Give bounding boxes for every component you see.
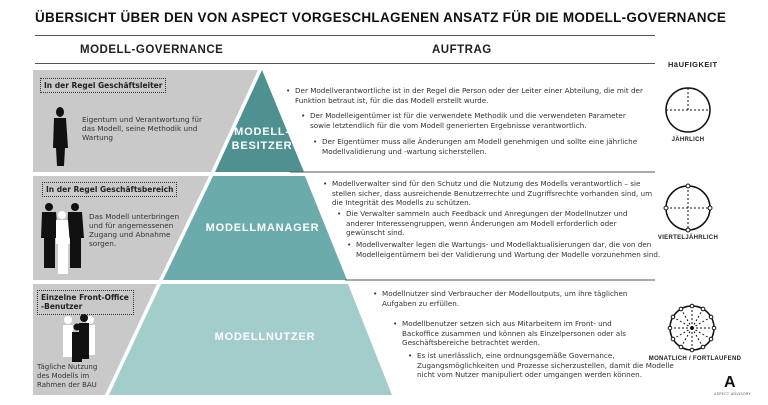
column-header-frequency: HäUFIGKEIT <box>668 60 718 69</box>
role-description-owner: Eigentum und Verantwortung für das Model… <box>82 115 203 143</box>
divider <box>35 35 655 36</box>
clock-monthly-icon <box>667 303 717 353</box>
clock-marker <box>708 314 714 320</box>
clock-marker <box>678 306 684 312</box>
clock-annual-icon <box>665 87 711 133</box>
clock-spoke <box>680 327 693 348</box>
gray-band-owner <box>33 70 258 172</box>
logo-text: ASPECT ADVISORY <box>714 392 751 396</box>
clock-marker <box>689 303 695 309</box>
group-icon <box>41 203 84 274</box>
clock-marker <box>700 344 706 350</box>
bullet: Modellverwalter sind für den Schutz und … <box>323 179 653 208</box>
role-tag-user: Einzelne Front-Office -Benutzer <box>37 290 134 315</box>
role-tag-owner: In der Regel Geschäftsleiter <box>40 78 167 94</box>
tier-label-manager: MODELLMANAGER <box>205 222 320 234</box>
bullet: Es ist unerlässlich, eine ordnungsgemäße… <box>408 351 678 380</box>
column-header-auftrag: AUFTRAG <box>432 44 492 56</box>
role-tag-manager: In der Regel Geschäftsbereich <box>42 182 178 198</box>
page-title: ÜBERSICHT ÜBER DEN VON ASPECT VORGESCHLA… <box>35 10 727 25</box>
divider <box>35 63 655 64</box>
bullet: Modellnutzer sind Verbraucher der Modell… <box>373 289 633 308</box>
pyramid-tier-manager <box>163 176 347 280</box>
clock-spoke <box>691 327 704 348</box>
role-description-manager: Das Modell unterbringen und für angemess… <box>89 212 180 249</box>
clock-quarterly-icon <box>663 183 713 233</box>
clock-marker <box>678 344 684 350</box>
clock-marker <box>670 314 676 320</box>
pyramid-tier-owner <box>215 70 304 172</box>
bullet: Die Verwalter sammeln auch Feedback und … <box>337 209 652 238</box>
clock-spoke <box>691 327 712 340</box>
bullet: Der Modellverantwortliche ist in der Reg… <box>286 86 646 105</box>
clock-marker <box>700 306 706 312</box>
bullet: Der Eigentümer muss alle Änderungen am M… <box>313 137 648 156</box>
clock-spoke <box>680 308 693 329</box>
bullet: Modellbenutzer setzen sich aus Mitarbeit… <box>393 319 638 348</box>
bullet: Der Modelleigentümer ist für die verwend… <box>301 111 646 130</box>
pyramid-tier-user <box>109 284 392 395</box>
clock-spoke <box>691 308 704 329</box>
logo-mark: A <box>724 374 736 391</box>
clock-marker <box>667 325 673 331</box>
frequency-label-monthly: MONATLICH / FORTLAUFEND <box>648 356 742 362</box>
users-group-icon <box>63 314 95 362</box>
role-description-user: Tägliche Nutzung des Modells im Rahmen d… <box>37 363 98 389</box>
tier-label-user: MODELLNUTZER <box>214 331 316 343</box>
frequency-label-annual: JÄHRLICH <box>671 137 705 143</box>
clock-spoke <box>691 316 712 329</box>
person-icon <box>53 107 68 166</box>
clock-marker <box>708 336 714 342</box>
tier-label-owner: MODELL- BESITZER <box>231 126 293 153</box>
bullet: Modellverwalter legen die Wartungs- und … <box>347 240 662 259</box>
clock-spoke <box>672 316 693 329</box>
clock-marker <box>711 325 717 331</box>
frequency-label-quarterly: VIERTELJÄHRLICH <box>657 235 719 241</box>
clock-marker <box>670 336 676 342</box>
clock-marker <box>689 347 695 353</box>
column-header-governance: MODELL-GOVERNANCE <box>80 44 224 56</box>
clock-spoke <box>672 327 693 340</box>
